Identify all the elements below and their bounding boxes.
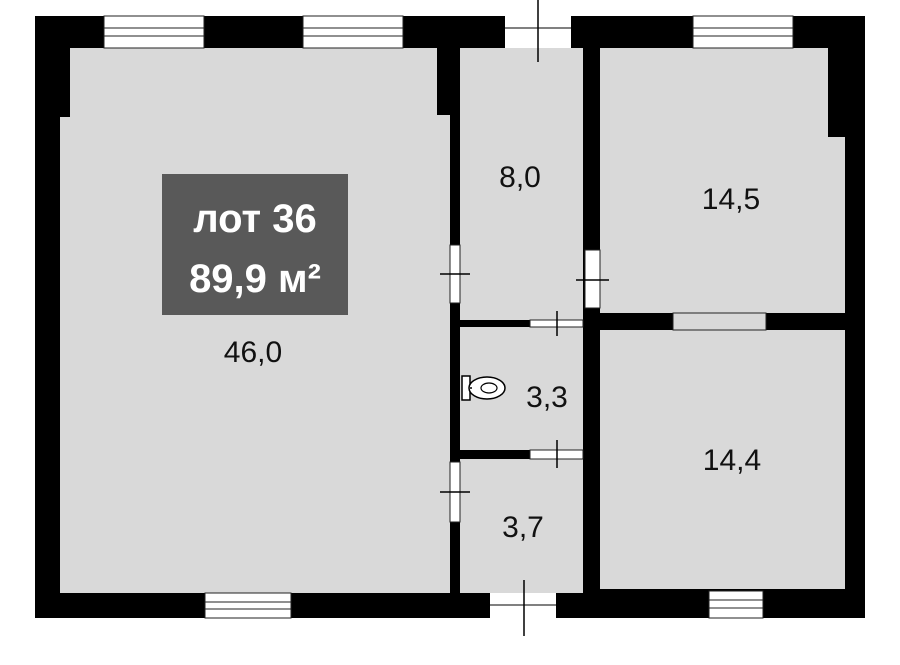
- door-living-small-top: [440, 244, 470, 304]
- windows: [103, 15, 794, 619]
- window-interior-bedrooms: [672, 312, 767, 331]
- opening-bottom: [490, 580, 556, 636]
- room-floors: [60, 48, 845, 593]
- room-small-top-area: 8,0: [499, 161, 541, 194]
- lot-badge: лот 36 89,9 м²: [162, 174, 348, 315]
- lot-badge-background: [162, 174, 348, 315]
- room-living-floor: [60, 48, 450, 593]
- window-top-3: [692, 15, 794, 49]
- door-wc-small-bottom: [529, 440, 584, 468]
- toilet-icon: [461, 375, 506, 401]
- window-top-2: [302, 15, 404, 49]
- window-bottom-2: [708, 590, 764, 619]
- door-living-small-bottom: [440, 461, 470, 523]
- room-small-bottom-floor: [460, 459, 583, 593]
- room-living-area: 46,0: [224, 336, 282, 369]
- room-bedroom-bottom-area: 14,4: [703, 444, 761, 477]
- opening-top: [505, 0, 571, 62]
- lot-number: лот 36: [193, 197, 317, 241]
- window-bottom-1: [204, 592, 292, 619]
- total-area: 89,9 м²: [189, 257, 321, 301]
- room-small-bottom-area: 3,7: [502, 511, 544, 544]
- room-bedroom-bottom-floor: [600, 330, 845, 589]
- room-wc-area: 3,3: [526, 381, 568, 414]
- room-small-top-floor: [460, 48, 583, 320]
- window-top-1: [103, 15, 205, 49]
- room-bedroom-top-floor: [600, 48, 845, 313]
- door-small-top-wc: [529, 311, 584, 336]
- room-labels: 46,0 8,0 14,5 3,3 3,7 14,4: [224, 161, 761, 544]
- openings: [490, 0, 571, 636]
- doors: [440, 244, 767, 523]
- room-bedroom-top-area: 14,5: [702, 183, 760, 216]
- door-small-top-bedroom: [576, 249, 609, 309]
